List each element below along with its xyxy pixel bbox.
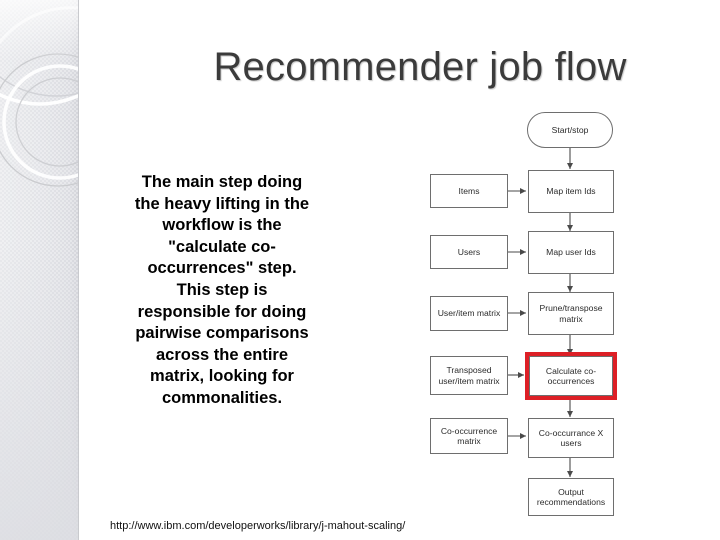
flow-node-users[interactable]: Users	[430, 235, 508, 269]
flow-node-co-occurrence-matrix[interactable]: Co-occurrence matrix	[430, 418, 508, 454]
sidebar-edge-line	[78, 0, 79, 540]
source-url-footer[interactable]: http://www.ibm.com/developerworks/librar…	[110, 520, 406, 532]
flow-node-transposed-user-item-matrix[interactable]: Transposed user/item matrix	[430, 356, 508, 395]
recommender-flowchart: Start/stop Items Map item Ids Users Map …	[405, 100, 705, 525]
flow-node-co-occurrance-x-users[interactable]: Co-occurrance X users	[528, 418, 614, 458]
flow-node-user-item-matrix[interactable]: User/item matrix	[430, 296, 508, 331]
flow-node-map-user-ids[interactable]: Map user Ids	[528, 231, 614, 274]
flow-node-map-item-ids[interactable]: Map item Ids	[528, 170, 614, 213]
decorative-sidebar	[0, 0, 79, 540]
flowchart-connectors	[508, 148, 573, 477]
body-paragraph: The main step doing the heavy lifting in…	[134, 173, 310, 407]
flow-node-items[interactable]: Items	[430, 174, 508, 208]
flow-node-output-recommendations[interactable]: Output recommendations	[528, 478, 614, 516]
flow-node-calculate-co-occurrences[interactable]: Calculate co-occurrences	[529, 356, 613, 396]
sidebar-top-highlight	[0, 0, 79, 62]
sidebar-bottom-fade	[0, 240, 79, 540]
page-title: Recommender job flow	[213, 45, 627, 89]
flow-node-prune-transpose-matrix[interactable]: Prune/transpose matrix	[528, 292, 614, 335]
flow-node-start[interactable]: Start/stop	[527, 112, 613, 148]
